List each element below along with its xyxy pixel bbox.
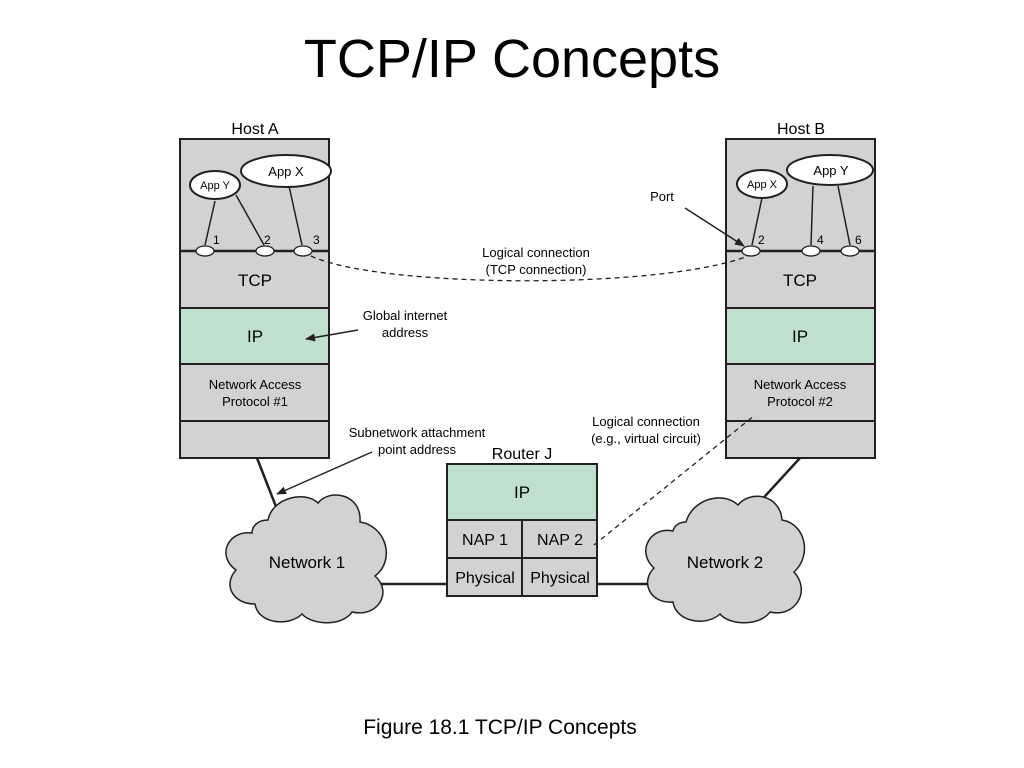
router-nap2-label: NAP 2 bbox=[537, 532, 583, 549]
router-physical2-box bbox=[521, 557, 598, 597]
router-ip-layer bbox=[446, 463, 598, 521]
host-a-nap-line1: Network Access bbox=[209, 377, 302, 392]
host-a-label: Host A bbox=[231, 121, 278, 138]
router-ip-label: IP bbox=[514, 483, 530, 502]
host-b-app-y-ellipse bbox=[786, 154, 874, 186]
host-b-appx-port2-link bbox=[751, 197, 763, 246]
host-a-port3-icon bbox=[293, 245, 313, 257]
host-b-physical-layer bbox=[725, 420, 876, 459]
figure-caption: Figure 18.1 TCP/IP Concepts bbox=[363, 716, 637, 739]
virtual-circuit-connection-line bbox=[593, 414, 756, 546]
virtual-circuit-annotation-line2: (e.g., virtual circuit) bbox=[591, 431, 701, 446]
global-address-annotation-line2: address bbox=[382, 325, 429, 340]
subnet-address-annotation-line1: Subnetwork attachment bbox=[349, 425, 486, 440]
host-a-app-y-label: App Y bbox=[200, 180, 230, 192]
host-b-nap-line2: Protocol #2 bbox=[767, 394, 833, 409]
host-b-ip-label: IP bbox=[792, 327, 808, 346]
host-a-tcp-layer bbox=[179, 250, 330, 309]
router-nap1-label: NAP 1 bbox=[462, 532, 508, 549]
network2-cloud bbox=[645, 495, 806, 624]
host-a-app-y-ellipse bbox=[189, 170, 241, 200]
host-b-port6-icon bbox=[840, 245, 860, 257]
host-b-ip-layer bbox=[725, 307, 876, 365]
port-annotation: Port bbox=[650, 189, 674, 204]
host-b-app-x-label: App X bbox=[747, 179, 778, 191]
host-a-tcp-label: TCP bbox=[238, 271, 272, 290]
global-address-annotation-line1: Global internet bbox=[363, 308, 448, 323]
host-a-port2-icon bbox=[255, 245, 275, 257]
router-physical1-label: Physical bbox=[455, 570, 515, 587]
router-label: Router J bbox=[492, 446, 552, 463]
network1-label: Network 1 bbox=[269, 553, 346, 572]
host-a-ip-label: IP bbox=[247, 327, 263, 346]
router-physical1-box bbox=[446, 557, 523, 597]
host-a-port2-number: 2 bbox=[264, 233, 271, 247]
virtual-circuit-annotation-line1: Logical connection bbox=[592, 414, 700, 429]
host-a-nap-layer bbox=[179, 363, 330, 422]
host-b-port6-number: 6 bbox=[855, 233, 862, 247]
subnet-address-arrow bbox=[276, 451, 373, 495]
host-b-tcp-label: TCP bbox=[783, 271, 817, 290]
host-a-port1-icon bbox=[195, 245, 215, 257]
host-a-nap-line2: Protocol #1 bbox=[222, 394, 288, 409]
tcp-connection-annotation-line1: Logical connection bbox=[482, 245, 590, 260]
port-arrow bbox=[684, 207, 745, 247]
tcp-connection-annotation-line2: (TCP connection) bbox=[486, 262, 587, 277]
host-b-nap-layer bbox=[725, 363, 876, 422]
host-a-appx-port3-link bbox=[288, 185, 303, 246]
network2-label: Network 2 bbox=[687, 553, 764, 572]
router-physical2-label: Physical bbox=[530, 570, 590, 587]
host-b-port4-icon bbox=[801, 245, 821, 257]
global-address-arrow bbox=[305, 329, 359, 342]
slide-title: TCP/IP Concepts bbox=[303, 29, 721, 89]
tcp-logical-connection-line bbox=[310, 255, 749, 282]
host-b-appy-port4-link bbox=[810, 185, 814, 246]
host-b-label: Host B bbox=[777, 121, 825, 138]
host-b-app-y-label: App Y bbox=[813, 163, 849, 178]
host-a-app-x-label: App X bbox=[268, 164, 304, 179]
host-b-port2-number: 2 bbox=[758, 233, 765, 247]
host-b-port2-icon bbox=[741, 245, 761, 257]
host-a-physical-layer bbox=[179, 420, 330, 459]
host-b-appy-port6-link bbox=[837, 185, 851, 246]
router-nap1-box bbox=[446, 519, 523, 559]
subnet-address-annotation-line2: point address bbox=[378, 442, 457, 457]
host-a-appy-port2-link bbox=[235, 194, 265, 246]
host-a-app-x-ellipse bbox=[240, 154, 332, 188]
host-a-port1-number: 1 bbox=[213, 233, 220, 247]
host-a-ip-layer bbox=[179, 307, 330, 365]
host-b-tcp-layer bbox=[725, 250, 876, 309]
host-b-port4-number: 4 bbox=[817, 233, 824, 247]
host-a-port3-number: 3 bbox=[313, 233, 320, 247]
network1-cloud bbox=[225, 494, 388, 624]
host-a-appy-port1-link bbox=[204, 200, 216, 246]
host-b-nap-line1: Network Access bbox=[754, 377, 847, 392]
host-b-app-x-ellipse bbox=[736, 169, 788, 199]
